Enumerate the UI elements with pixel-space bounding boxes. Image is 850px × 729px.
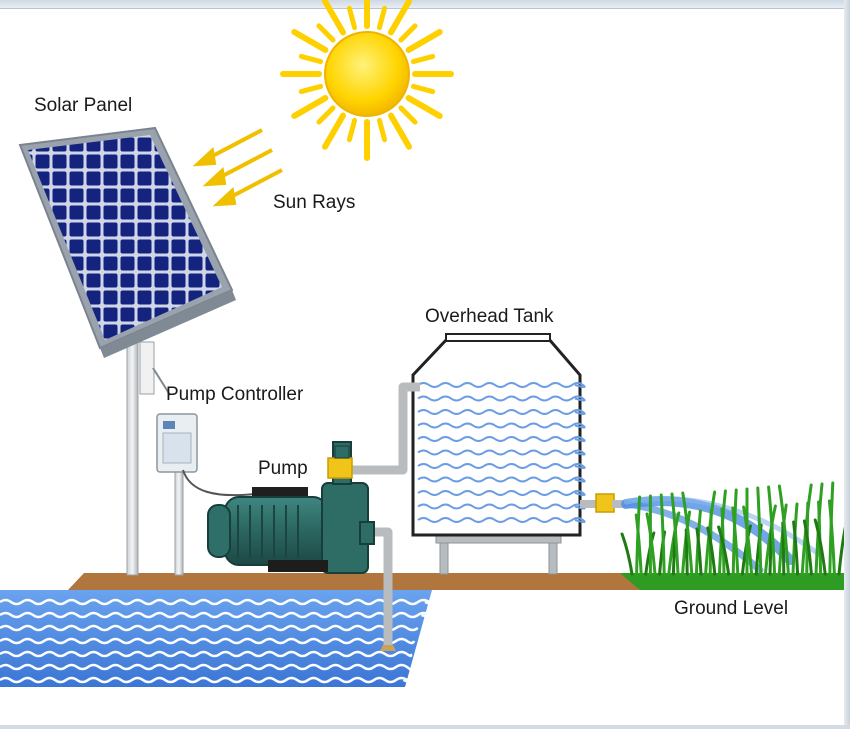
sun-spike [388, 0, 412, 36]
sun-spike [398, 23, 418, 43]
sun-spike [322, 112, 346, 150]
tank-water-wave [417, 409, 586, 415]
grass-blade [684, 528, 689, 576]
sun-spike [376, 117, 388, 143]
sun-ray-spikes [280, 0, 454, 161]
grass-blade [681, 491, 694, 576]
tank-water-wave [417, 476, 586, 483]
sun-spike [410, 53, 436, 65]
grass-blade [781, 521, 786, 576]
grass-blade [667, 511, 681, 576]
sun-spike [346, 5, 358, 31]
sun-spike [398, 105, 418, 125]
tank-water-wave [417, 382, 586, 388]
grass-blade [645, 512, 657, 576]
grass-blade [777, 484, 790, 576]
sun-spike [376, 5, 388, 31]
grass-blade [706, 526, 717, 576]
water-source [0, 590, 433, 687]
tank-water-wave [417, 517, 586, 523]
tank-water-wave [417, 490, 586, 496]
pipes [352, 382, 420, 645]
sun-spike [346, 117, 358, 143]
grass-blade [717, 525, 731, 576]
grass-blade [695, 527, 703, 576]
foot-valve [380, 645, 396, 651]
water-wave [0, 624, 419, 632]
pump-label: Pump [258, 458, 308, 479]
grass-blade [792, 520, 800, 576]
ground [68, 573, 850, 590]
grass-blade [670, 492, 680, 576]
grass-blade [827, 499, 836, 576]
tank-water-wave [417, 503, 586, 510]
ground-level-label: Ground Level [674, 598, 789, 619]
sun-spike [316, 23, 336, 43]
grass-blade [813, 518, 827, 576]
water-wave [0, 676, 411, 684]
sun-spike [291, 95, 329, 119]
grass-blade [620, 532, 634, 576]
water-wave [0, 650, 413, 658]
grass-blade [634, 513, 643, 576]
water-wave [0, 598, 433, 606]
sun-spike [405, 95, 443, 119]
sun-spike [388, 112, 412, 150]
grass-blade [767, 485, 777, 576]
pump-controller [156, 413, 256, 576]
sun-spike [291, 29, 329, 53]
solar-panel [18, 126, 236, 358]
pump [207, 441, 375, 574]
window-top-strip [0, 0, 850, 9]
tank-stand [435, 534, 562, 575]
tank-water-wave [417, 436, 586, 442]
overhead-tank-label: Overhead Tank [425, 306, 554, 327]
grass-blade [756, 486, 763, 576]
sun-spike [298, 83, 324, 95]
sun-rays-label: Sun Rays [273, 192, 356, 213]
sun [280, 0, 454, 161]
outlet-valve [580, 493, 626, 513]
sun-spike [316, 105, 336, 125]
pump-controller-label: Pump Controller [166, 384, 304, 405]
sun-spike [298, 53, 324, 65]
grass-blade [802, 519, 813, 576]
sun-spike [322, 0, 346, 36]
window-bottom-edge [0, 725, 850, 729]
tank-water-wave [417, 422, 586, 429]
overhead-tank [411, 333, 586, 537]
water-wave [0, 611, 432, 619]
sun-spike [405, 29, 443, 53]
grass [620, 481, 849, 576]
grass-blade [731, 506, 740, 576]
tank-water-wave [417, 463, 586, 469]
water-wave [0, 637, 416, 645]
sun-spike [410, 83, 436, 95]
grass-blade [742, 505, 754, 576]
grass-blade [659, 493, 666, 576]
solar-panel-label: Solar Panel [34, 95, 133, 116]
sun-ray-arrows [192, 128, 283, 207]
tank-water-wave [417, 449, 586, 456]
window-right-edge [844, 0, 850, 729]
tank-water-wave [417, 395, 586, 402]
water-wave [0, 663, 411, 671]
